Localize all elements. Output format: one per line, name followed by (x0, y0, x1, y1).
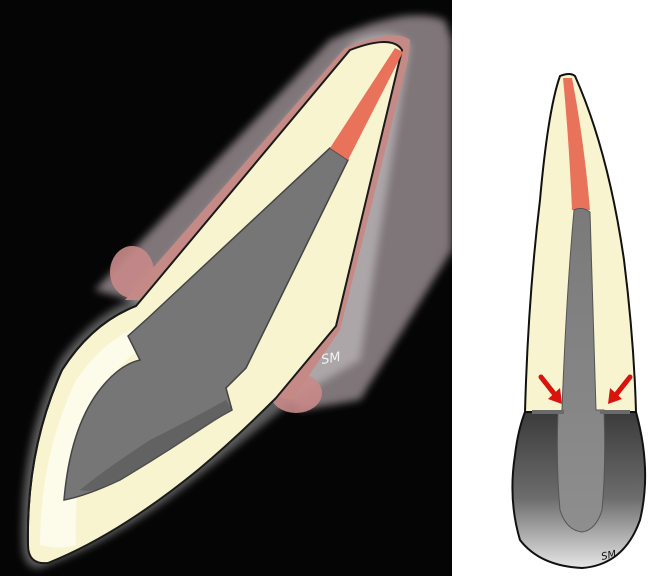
post-shoulder-left (532, 410, 564, 414)
post-shoulder-right (600, 410, 630, 414)
right-panel: SM (452, 0, 666, 576)
left-panel: SM (0, 0, 452, 576)
